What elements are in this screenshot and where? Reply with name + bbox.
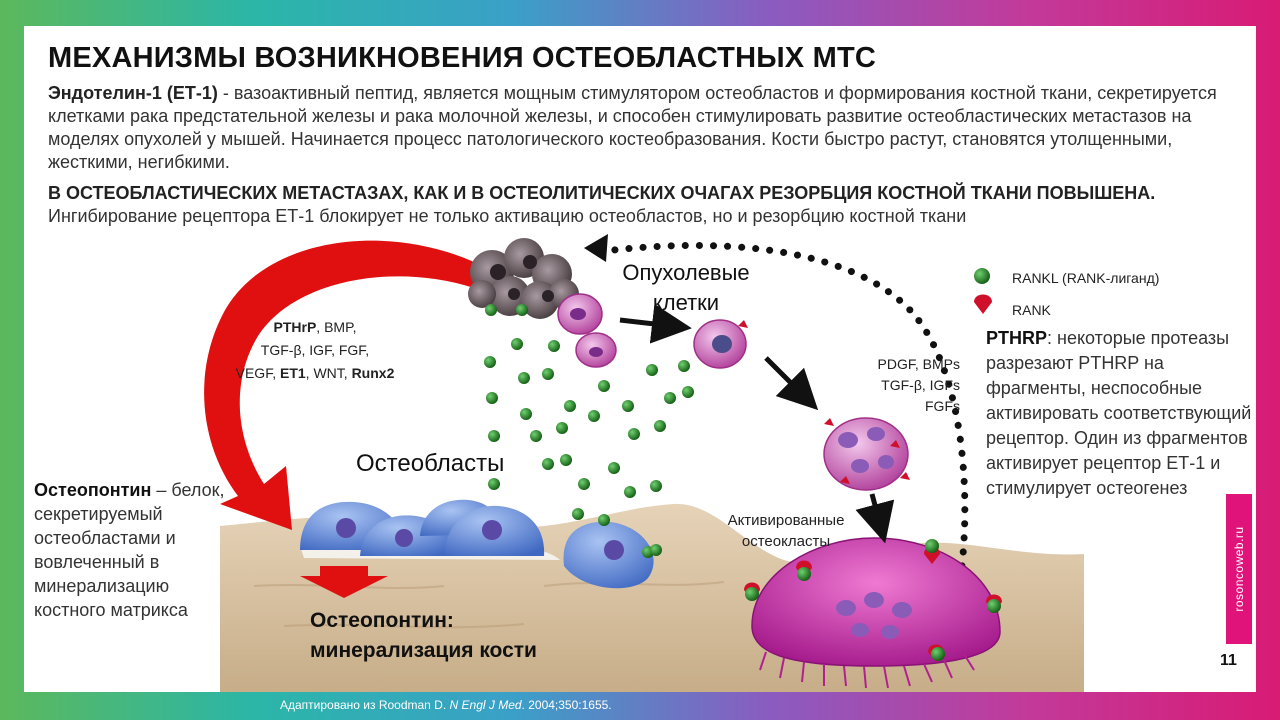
osteopontin-text: – белок, секретируемый остеобластами и в… [34, 480, 225, 620]
tumor-cells-label-line1: Опухолевые [622, 260, 750, 285]
osteopontin-note: Остеопонтин – белок, секретируемый остео… [34, 478, 234, 622]
mineralization-line2: минерализация кости [310, 639, 537, 662]
mineralization-line1: Остеопонтин: [310, 609, 454, 632]
citation-prefix: Адаптировано из Roodman D. [280, 698, 450, 712]
left-factors-line3: VEGF, ET1, WNT, Runx2 [220, 362, 410, 385]
left-factors-line1-rest: , BMP, [316, 319, 357, 335]
rank-receptors [744, 418, 1002, 662]
tumor-cells-label-line2: клетки [652, 290, 720, 315]
runx2-bold: Runx2 [351, 365, 395, 381]
osteopontin-term: Остеопонтин [34, 480, 152, 500]
mechanism-diagram [204, 234, 1084, 692]
et1-bold: ET1 [279, 365, 306, 381]
citation: Адаптировано из Roodman D. N Engl J Med.… [280, 698, 612, 712]
left-factors-wnt: , WNT, [305, 365, 352, 381]
dotted-feedback-arrow [610, 241, 969, 570]
intro-text: - вазоактивный пептид, является мощным с… [48, 83, 1217, 172]
pthrp-term: PTHRP [986, 328, 1048, 348]
pthrp-text: : некоторые протеазы разрезают PTHRP на … [986, 328, 1252, 498]
legend-rank-icon [974, 294, 992, 314]
left-factors-line1: PTHrP, BMP, [220, 316, 410, 339]
osteoclast-precursor [823, 417, 909, 491]
arrow-precursor-to-osteoclast [855, 493, 895, 544]
red-down-arrow [300, 566, 388, 598]
arrow-cell-to-precursor [764, 356, 819, 411]
tumor-cells-label: Опухолевые клетки [606, 258, 766, 318]
intro-paragraph: Эндотелин-1 (ЕТ-1) - вазоактивный пептид… [48, 82, 1248, 174]
osteoblasts-label: Остеобласты [356, 450, 505, 477]
rankl-molecules [484, 304, 694, 558]
legend-rankl-label: RANKL (RANK-лиганд) [1012, 270, 1160, 286]
slide: МЕХАНИЗМЫ ВОЗНИКНОВЕНИЯ ОСТЕОБЛАСТНЫХ МТ… [24, 26, 1256, 692]
statement-text: Ингибирование рецептора ЕТ-1 блокирует н… [48, 206, 967, 226]
side-tab[interactable]: rosoncoweb.ru [1226, 494, 1252, 644]
left-factors-line2: TGF-β, IGF, FGF, [260, 342, 370, 358]
citation-suffix: . 2004;350:1655. [521, 698, 612, 712]
left-factors-vegf: VEGF, [235, 365, 280, 381]
pthrp-bold: PTHrP [273, 319, 317, 335]
osteoblasts [300, 499, 654, 589]
intro-term: Эндотелин-1 (ЕТ-1) [48, 83, 218, 103]
right-factors-label: PDGF, BMPs TGF-β, IGFs FGFs [870, 354, 960, 417]
statement-paragraph: В ОСТЕОБЛАСТИЧЕСКИХ МЕТАСТАЗАХ, КАК И В … [48, 182, 1248, 228]
activated-osteoclasts-line1: Активированные [727, 512, 845, 529]
activated-osteoclast [751, 537, 1001, 689]
slide-title: МЕХАНИЗМЫ ВОЗНИКНОВЕНИЯ ОСТЕОБЛАСТНЫХ МТ… [48, 42, 877, 74]
activated-osteoclasts-label: Активированные остеокласты [696, 510, 876, 552]
mineralization-label: Остеопонтин: минерализация кости [310, 606, 537, 666]
legend-rankl-icon [974, 268, 990, 284]
pink-cells [557, 293, 748, 369]
dotted-arrow-head [584, 234, 608, 262]
right-factors-line2: TGF-β, IGFs [881, 377, 960, 393]
citation-journal: N Engl J Med [449, 698, 522, 712]
legend-rank-label: RANK [1012, 302, 1051, 318]
side-tab-label: rosoncoweb.ru [1232, 526, 1246, 612]
statement-bold: В ОСТЕОБЛАСТИЧЕСКИХ МЕТАСТАЗАХ, КАК И В … [48, 183, 1156, 203]
red-curved-arrow [204, 240, 474, 530]
right-factors-line1: PDGF, BMPs [877, 356, 960, 372]
left-factors-label: PTHrP, BMP, TGF-β, IGF, FGF, VEGF, ET1, … [220, 316, 410, 385]
right-factors-line3: FGFs [925, 398, 960, 414]
page-number: 11 [1220, 652, 1237, 669]
arrow-tumor-to-cell [619, 303, 692, 344]
pthrp-note: PTHRP: некоторые протеазы разрезают PTHR… [986, 326, 1256, 501]
activated-osteoclasts-line2: остеокласты [741, 533, 831, 550]
